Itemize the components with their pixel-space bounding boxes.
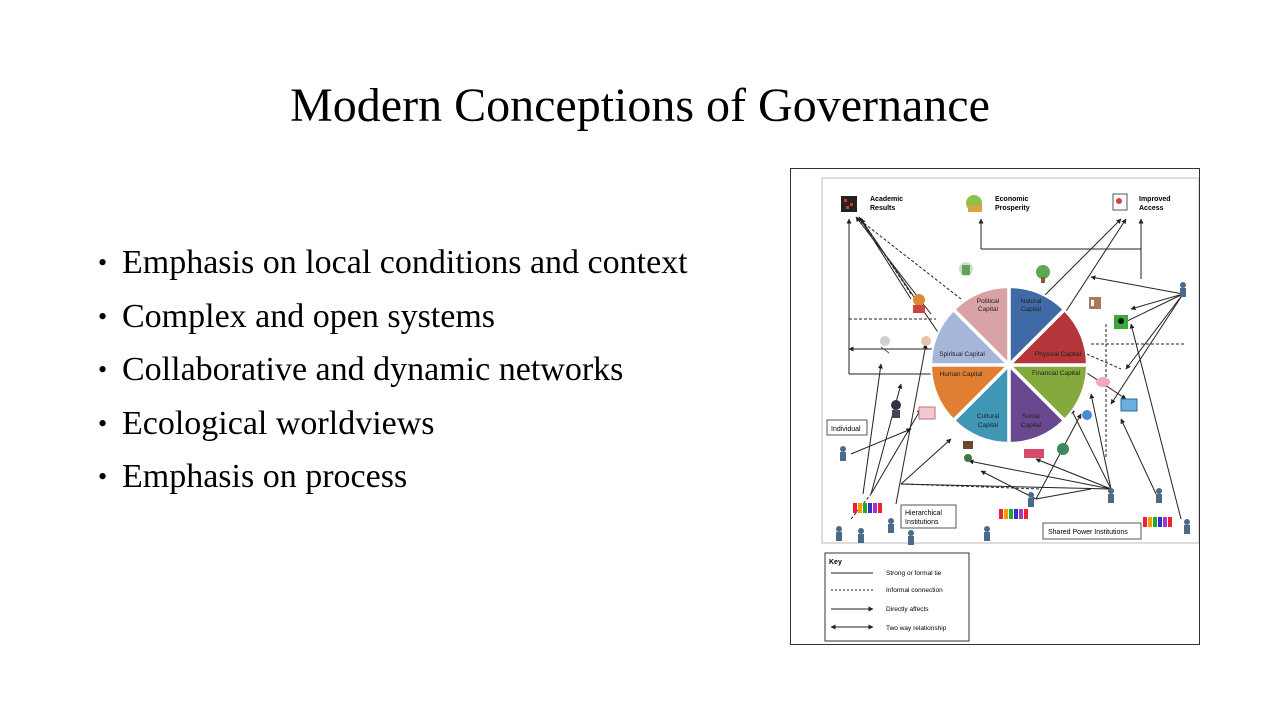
bullet-item: • Emphasis on process (98, 450, 688, 504)
social-capital-label-1: Social (1022, 413, 1040, 420)
group-icon (1057, 443, 1069, 455)
academic-results-label-2: Results (870, 205, 895, 212)
political-capital-label-1: Political (977, 298, 1000, 305)
diagram-key: Key Strong or formal tie Informal connec… (824, 552, 970, 642)
runner-icon (880, 336, 890, 354)
bullet-text: Collaborative and dynamic networks (122, 351, 624, 388)
spiritual-capital-segment (930, 309, 1010, 366)
bullet-text: Complex and open systems (122, 297, 496, 335)
informal-connection-lines (849, 216, 1186, 520)
governance-diagram: Academic Results Economic Prosperity Imp… (790, 168, 1200, 645)
individual-label: Individual (831, 426, 861, 433)
book-icon (963, 441, 973, 462)
hand-icon (959, 262, 973, 276)
person-icon (858, 528, 864, 543)
natural-capital-label-2: Capital (1021, 306, 1042, 313)
social-capital-label-2: Capital (1021, 422, 1042, 429)
economic-prosperity-label-1: Economic (995, 196, 1029, 203)
reading-icon (918, 406, 936, 420)
spiritual-capital-label: Spiritual Capital (939, 351, 985, 358)
bullet-item: • Emphasis on local conditions and contex… (98, 236, 688, 290)
improved-access-icon (1112, 193, 1128, 211)
bullet-text: Ecological worldviews (122, 404, 435, 442)
map-icon (1120, 398, 1138, 412)
economic-prosperity-label-2: Prosperity (995, 205, 1030, 212)
political-capital-label-2: Capital (978, 306, 999, 313)
key-item-directly: Directly affects (886, 606, 929, 613)
person-icon (840, 446, 846, 461)
capital-labels: Political Capital Natural Capital Physic… (939, 298, 1081, 429)
bullet-dot: • (98, 248, 108, 277)
crowd-icon (999, 509, 1028, 519)
person-icons (836, 282, 1190, 545)
bullet-text: Emphasis on local conditions and context (122, 244, 688, 281)
tree-icon (1036, 265, 1050, 283)
financial-capital-segment (1008, 364, 1088, 421)
crowd-icons (853, 503, 1172, 527)
academic-results-icon (841, 196, 857, 212)
bullet-dot: • (98, 355, 108, 384)
cultural-capital-segment (953, 364, 1010, 444)
human-capital-segment (930, 364, 1010, 421)
person-icon (1184, 519, 1190, 534)
cultural-capital-label-2: Capital (978, 422, 999, 429)
shared-power-box (1042, 522, 1142, 540)
person-icon (1028, 492, 1034, 507)
person-icon (836, 526, 842, 541)
cultural-capital-label-1: Cultural (977, 413, 1000, 420)
chess-icon (1114, 315, 1128, 329)
key-item-two-way: Two way relationship (886, 625, 947, 632)
improved-access-label-2: Access (1139, 205, 1164, 212)
building-icon (1089, 297, 1101, 309)
slide-title: Modern Conceptions of Governance (290, 79, 990, 132)
political-capital-segment (953, 286, 1010, 366)
bullet-dot: • (98, 301, 108, 331)
bullet-dot: • (98, 462, 108, 491)
key-heading: Key (829, 559, 842, 566)
dancer-icon (1082, 410, 1092, 420)
academic-results-label-1: Academic (870, 196, 903, 203)
shared-power-label: Shared Power Institutions (1048, 529, 1128, 536)
individual-box (826, 419, 868, 436)
key-item-informal: Informal connection (886, 587, 943, 594)
capital-wheel (930, 286, 1088, 444)
hierarchical-label-2: Institutions (905, 519, 939, 526)
clipart-icons (880, 262, 1138, 462)
bullet-dot: • (98, 408, 108, 438)
improved-access-label-1: Improved (1139, 196, 1171, 203)
scientist-icon (921, 336, 931, 346)
bullet-item: • Complex and open systems (98, 290, 688, 344)
person-icon (984, 526, 990, 541)
person-icon (1108, 488, 1114, 503)
crowd-icon (853, 503, 882, 513)
diagram-svg: Academic Results Economic Prosperity Imp… (821, 177, 1199, 642)
crowd-icon (1143, 517, 1172, 527)
diagram-frame (821, 177, 1199, 544)
bullet-list: • Emphasis on local conditions and contex… (98, 236, 688, 504)
bullet-item: • Ecological worldviews (98, 397, 688, 451)
piggy-bank-icon (1096, 377, 1110, 387)
teacher-icon (913, 294, 925, 313)
human-capital-label: Human Capital (940, 371, 984, 378)
natural-capital-label-1: Natural (1021, 298, 1043, 305)
physical-capital-label: Physical Capital (1035, 351, 1082, 358)
person-icon (1156, 488, 1162, 503)
person-icon (888, 518, 894, 533)
hierarchical-label-1: Hierarchical (905, 510, 942, 517)
bullet-item: • Collaborative and dynamic networks (98, 343, 688, 397)
financial-capital-label: Financial Capital (1032, 370, 1081, 377)
person-icon (908, 530, 914, 545)
physical-capital-segment (1008, 309, 1088, 366)
key-item-strong: Strong or formal tie (886, 570, 942, 577)
economic-prosperity-icon (966, 195, 982, 212)
person-icon (1180, 282, 1186, 297)
natural-capital-segment (1008, 286, 1065, 366)
bus-icon (1024, 449, 1044, 458)
musician-icon (891, 400, 901, 418)
social-capital-segment (1008, 364, 1065, 444)
hierarchical-box (900, 504, 957, 529)
bullet-text: Emphasis on process (122, 458, 408, 495)
